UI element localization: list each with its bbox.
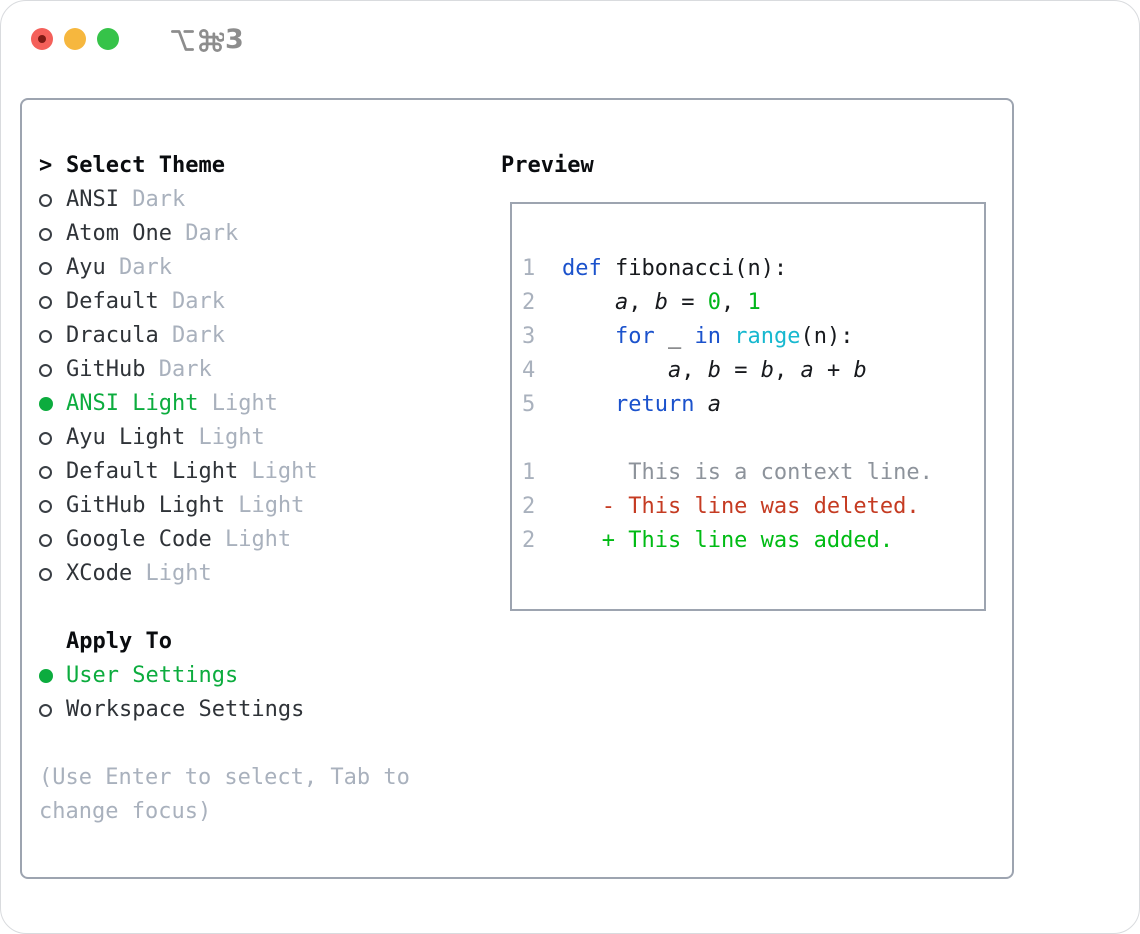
theme-option-github-light[interactable]: GitHub Light Light — [39, 489, 410, 523]
close-dot-icon — [38, 35, 46, 43]
apply-option-workspace-settings[interactable]: Workspace Settings — [39, 693, 410, 727]
help-text-line-1: (Use Enter to select, Tab to — [39, 765, 410, 790]
code-line: 2 + This line was added. — [522, 524, 933, 558]
line-number: 2 — [522, 528, 536, 553]
line-number: 1 — [522, 460, 536, 485]
theme-option-xcode[interactable]: XCode Light — [39, 557, 410, 591]
radio-icon — [39, 194, 52, 207]
theme-variant: Dark — [171, 221, 239, 246]
theme-option-github[interactable]: GitHub Dark — [39, 353, 410, 387]
preview-header: Preview — [501, 153, 594, 178]
spacer — [39, 591, 410, 625]
theme-name: Dracula — [66, 323, 159, 348]
select-theme-header: > Select Theme — [39, 149, 410, 183]
theme-variant: Dark — [145, 357, 212, 382]
apply-to-label: Apply To — [66, 629, 172, 654]
theme-name: Ayu Light — [66, 425, 186, 450]
theme-name: ANSI — [66, 187, 119, 212]
radio-icon — [39, 364, 52, 377]
radio-selected-icon — [39, 397, 53, 411]
theme-name: XCode — [66, 561, 133, 586]
window-title-shortcut: 3 — [169, 26, 244, 54]
theme-name: Google Code — [66, 527, 212, 552]
theme-option-atom-one[interactable]: Atom One Dark — [39, 217, 410, 251]
radio-icon — [39, 330, 52, 343]
code-line: 2 a, b = 0, 1 — [522, 286, 933, 320]
theme-name: Default Light — [66, 459, 239, 484]
theme-variant: Light — [211, 527, 292, 552]
code-line: 5 return a — [522, 388, 933, 422]
line-number: 4 — [522, 358, 536, 383]
theme-variant: Dark — [105, 255, 172, 280]
zoom-button[interactable] — [97, 28, 119, 50]
apply-option-label: User Settings — [66, 663, 239, 688]
theme-variant: Light — [132, 561, 212, 586]
theme-option-ansi[interactable]: ANSI Dark — [39, 183, 410, 217]
line-number: 2 — [522, 494, 536, 519]
select-theme-label: Select Theme — [66, 153, 225, 178]
theme-variant: Light — [185, 425, 265, 450]
code-line — [522, 422, 933, 456]
radio-icon — [39, 568, 52, 581]
theme-option-dracula[interactable]: Dracula Dark — [39, 319, 410, 353]
theme-variant: Dark — [158, 289, 225, 314]
theme-option-ayu[interactable]: Ayu Dark — [39, 251, 410, 285]
shortcut-number: 3 — [225, 24, 244, 55]
apply-option-user-settings[interactable]: User Settings — [39, 659, 410, 693]
theme-option-google-code[interactable]: Google Code Light — [39, 523, 410, 557]
theme-name: Atom One — [66, 221, 172, 246]
cursor-pointer: > — [39, 153, 53, 178]
apply-to-header: Apply To — [39, 625, 410, 659]
close-button[interactable] — [31, 28, 53, 50]
theme-option-default[interactable]: Default Dark — [39, 285, 410, 319]
theme-name: Default — [66, 289, 159, 314]
code-line: 2 - This line was deleted. — [522, 490, 933, 524]
theme-option-ayu-light[interactable]: Ayu Light Light — [39, 421, 410, 455]
radio-icon — [39, 432, 52, 445]
code-line: 4 a, b = b, a + b — [522, 354, 933, 388]
radio-selected-icon — [39, 669, 53, 683]
radio-icon — [39, 704, 52, 717]
radio-icon — [39, 500, 52, 513]
spacer — [39, 727, 410, 761]
theme-option-default-light[interactable]: Default Light Light — [39, 455, 410, 489]
theme-variant: Dark — [118, 187, 186, 212]
theme-variant: Dark — [158, 323, 225, 348]
theme-name: GitHub Light — [66, 493, 225, 518]
option-key-icon — [171, 29, 194, 51]
radio-icon — [39, 228, 52, 241]
help-text-line-2: change focus) — [39, 799, 212, 824]
minimize-button[interactable] — [64, 28, 86, 50]
line-number: 2 — [522, 290, 536, 315]
apply-option-label: Workspace Settings — [66, 697, 305, 722]
theme-variant: Light — [238, 459, 318, 484]
theme-variant: Light — [224, 493, 305, 518]
theme-name: ANSI Light — [66, 391, 199, 416]
line-number: 1 — [522, 256, 536, 281]
code-line: 1 This is a context line. — [522, 456, 933, 490]
theme-variant: Light — [198, 391, 278, 416]
radio-icon — [39, 466, 52, 479]
radio-icon — [39, 262, 52, 275]
theme-name: Ayu — [66, 255, 106, 280]
radio-icon — [39, 534, 52, 547]
line-number: 5 — [522, 392, 536, 417]
command-key-icon — [199, 28, 224, 52]
line-number: 3 — [522, 324, 536, 349]
radio-icon — [39, 296, 52, 309]
theme-option-ansi-light[interactable]: ANSI Light Light — [39, 387, 410, 421]
theme-name: GitHub — [66, 357, 146, 382]
code-line: 3 for _ in range(n): — [522, 320, 933, 354]
